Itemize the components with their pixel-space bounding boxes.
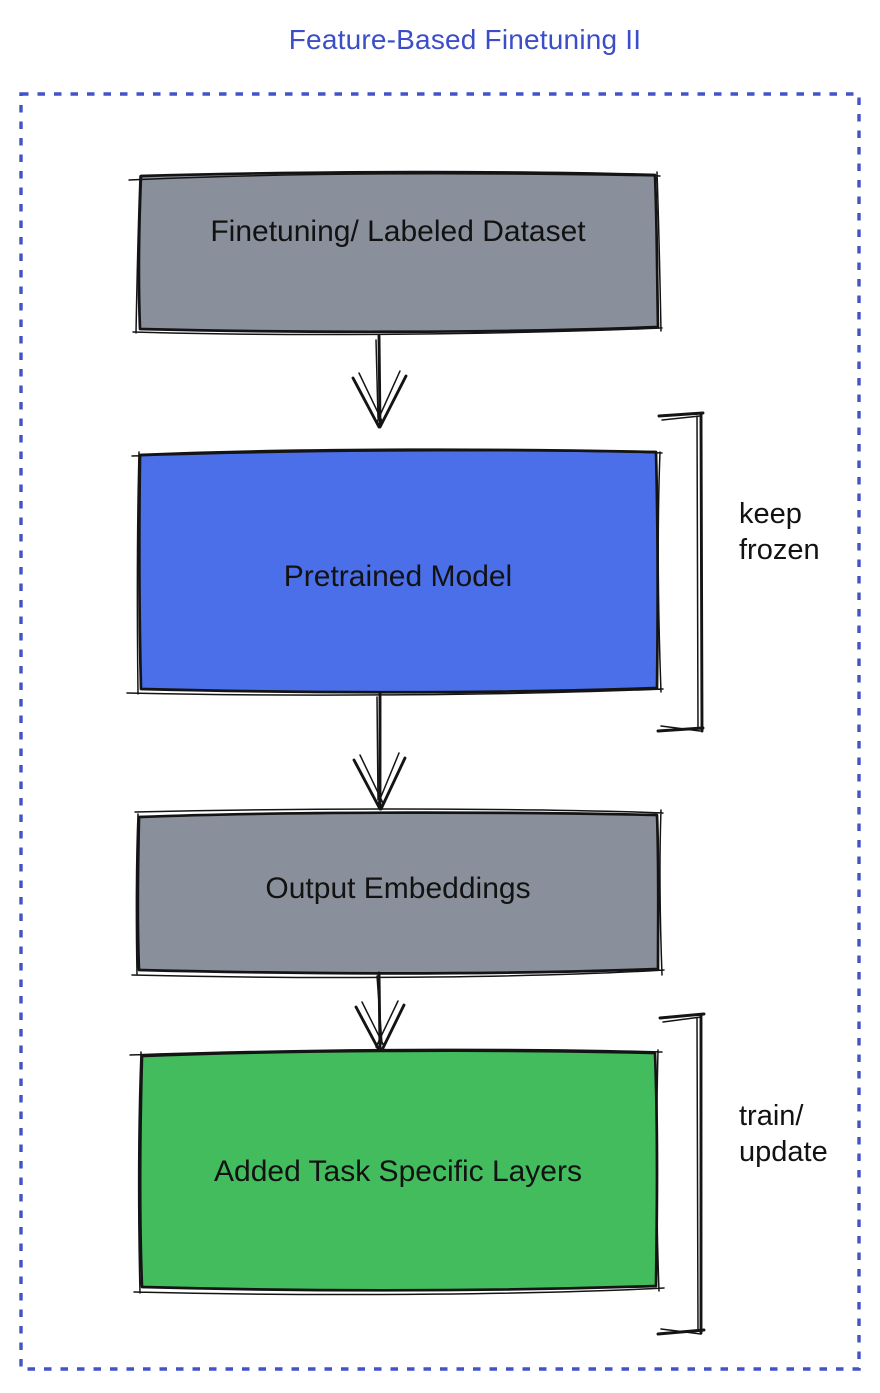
node-task-layers-box (129, 1048, 665, 1296)
sketch-stroke (128, 171, 663, 336)
sketch-stroke (126, 449, 664, 696)
arrow-dataset-to-pretrained (351, 334, 408, 429)
annotation-line: train/ (739, 1100, 804, 1132)
sketch-stroke (129, 1048, 665, 1296)
annotation-keep-frozen: keep frozen (739, 496, 820, 568)
pretrained-box-shape (137, 448, 660, 694)
sketch-stroke (131, 808, 665, 979)
node-embeddings-box (131, 808, 665, 979)
dashed-frame (19, 92, 861, 1371)
diagram-title: Feature-Based Finetuning II (288, 24, 642, 55)
node-dataset-box (128, 170, 663, 336)
annotation-line: keep (739, 498, 802, 530)
arrow-embeddings-to-task-layers (354, 971, 406, 1054)
dataset-box-shape (137, 170, 660, 334)
annotation-line: update (739, 1136, 828, 1168)
bracket-keep-frozen (656, 411, 705, 733)
annotation-train-update: train/ update (739, 1098, 828, 1170)
task-layers-box-shape (138, 1049, 659, 1292)
embeddings-box-shape (136, 811, 660, 975)
node-label-task-layers: Added Task Specific Layers (214, 1155, 582, 1188)
node-label-embeddings: Output Embeddings (265, 872, 531, 905)
arrow-pretrained-to-embeddings (352, 692, 407, 811)
bracket-train-update (656, 1012, 706, 1336)
node-label-dataset: Finetuning/ Labeled Dataset (210, 215, 586, 248)
node-pretrained-box (126, 448, 664, 696)
node-label-pretrained: Pretrained Model (283, 560, 513, 593)
annotation-line: frozen (739, 534, 820, 566)
